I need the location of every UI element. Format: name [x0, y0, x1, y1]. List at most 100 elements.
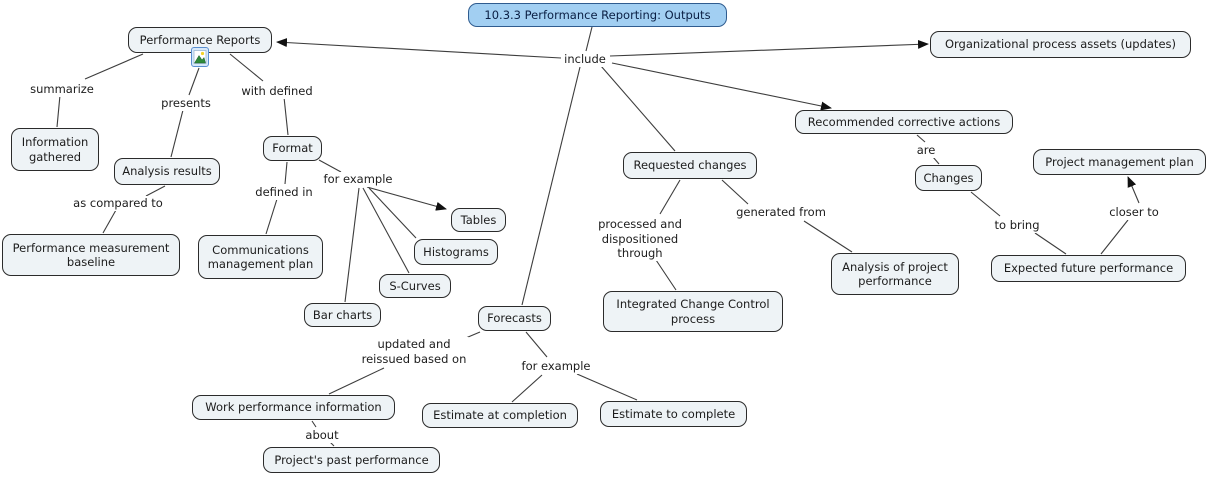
connector-line [366, 186, 447, 211]
connector-line [145, 185, 166, 197]
link-label-for-example-format[interactable]: for example [321, 172, 395, 187]
estimate-to-complete-label: Estimate to complete [611, 406, 736, 421]
connector-line [284, 161, 288, 185]
link-label-with-defined[interactable]: with defined [239, 84, 315, 99]
link-label-include[interactable]: include [562, 52, 608, 67]
link-label-updated-and-reissued-based-on[interactable]: updated and reissued based on [359, 337, 469, 367]
histograms-label: Histograms [423, 244, 489, 259]
project-management-plan-node[interactable]: Project management plan [1033, 149, 1206, 175]
tables-node[interactable]: Tables [451, 208, 506, 232]
projects-past-performance-node[interactable]: Project's past performance [263, 447, 440, 473]
histograms-node[interactable]: Histograms [414, 239, 498, 265]
analysis-results-label: Analysis results [122, 164, 212, 179]
connector-line [916, 134, 926, 143]
format-node[interactable]: Format [263, 136, 322, 161]
connector-line [368, 187, 417, 239]
connector-line [1127, 176, 1140, 204]
bar-charts-label: Bar charts [312, 307, 373, 322]
expected-future-performance-label: Expected future performance [1003, 261, 1174, 276]
connector-line [362, 187, 410, 274]
changes-node[interactable]: Changes [915, 165, 982, 191]
information-gathered-label: Information gathered [21, 135, 89, 164]
connector-line [511, 374, 543, 403]
link-label-summarize[interactable]: summarize [28, 82, 96, 97]
estimate-at-completion-label: Estimate at completion [433, 408, 567, 423]
connector-line [600, 65, 676, 152]
integrated-change-control-process-node[interactable]: Integrated Change Control process [603, 291, 783, 332]
link-label-defined-in[interactable]: defined in [253, 185, 315, 200]
organizational-process-assets-node[interactable]: Organizational process assets (updates) [930, 31, 1191, 58]
analysis-of-project-performance-label: Analysis of project performance [842, 259, 948, 288]
information-gathered-node[interactable]: Information gathered [11, 128, 99, 171]
estimate-at-completion-node[interactable]: Estimate at completion [422, 403, 578, 428]
connector-line [311, 420, 317, 428]
connector-line [170, 109, 184, 158]
connector-line [229, 53, 264, 82]
analysis-of-project-performance-node[interactable]: Analysis of project performance [831, 253, 959, 295]
link-label-to-bring[interactable]: to bring [992, 218, 1042, 233]
project-management-plan-label: Project management plan [1045, 154, 1194, 169]
recommended-corrective-actions-node[interactable]: Recommended corrective actions [795, 110, 1013, 134]
connector-line [328, 367, 385, 395]
expected-future-performance-node[interactable]: Expected future performance [991, 255, 1186, 282]
connector-line [803, 220, 853, 253]
connector-line [318, 159, 342, 173]
s-curves-label: S-Curves [389, 278, 441, 293]
connector-line [721, 179, 749, 205]
connector-line [521, 66, 581, 306]
performance-reports-node[interactable]: Performance Reports [128, 27, 272, 67]
estimate-to-complete-node[interactable]: Estimate to complete [600, 401, 747, 427]
connector-line [102, 209, 117, 234]
connector-line [970, 191, 1001, 217]
link-label-generated-from[interactable]: generated from [734, 205, 828, 220]
forecasts-node[interactable]: Forecasts [478, 306, 551, 331]
connector-line [932, 156, 940, 165]
organizational-process-assets-label: Organizational process assets (updates) [944, 37, 1176, 52]
analysis-results-node[interactable]: Analysis results [114, 158, 220, 185]
link-label-are[interactable]: are [914, 143, 938, 158]
work-performance-information-label: Work performance information [205, 400, 382, 415]
link-label-about[interactable]: about [303, 428, 341, 443]
work-performance-information-node[interactable]: Work performance information [192, 395, 395, 420]
recommended-corrective-actions-label: Recommended corrective actions [807, 114, 1001, 129]
connector-line [655, 259, 677, 291]
connector-line [84, 53, 144, 80]
link-label-for-example-forecasts[interactable]: for example [519, 359, 593, 374]
topic-title-node[interactable]: 10.3.3 Performance Reporting: Outputs [468, 3, 727, 27]
forecasts-label: Forecasts [487, 311, 542, 326]
link-label-presents[interactable]: presents [159, 96, 213, 111]
format-label: Format [272, 141, 313, 156]
link-label-as-compared-to[interactable]: as compared to [71, 196, 165, 211]
connector-line [576, 373, 638, 401]
performance-reports-label: Performance Reports [139, 32, 261, 47]
requested-changes-label: Requested changes [633, 158, 747, 173]
connector-line [188, 67, 200, 96]
connector-line [1100, 219, 1129, 255]
connector-line [525, 331, 548, 358]
projects-past-performance-label: Project's past performance [274, 452, 429, 467]
connector-line [609, 39, 929, 57]
link-label-closer-to[interactable]: closer to [1107, 205, 1161, 220]
connector-line [1034, 232, 1067, 255]
integrated-change-control-process-label: Integrated Change Control process [616, 297, 770, 326]
connector-line [56, 94, 61, 128]
connector-line [283, 96, 289, 136]
tables-label: Tables [460, 212, 497, 227]
bar-charts-node[interactable]: Bar charts [304, 303, 381, 327]
link-label-processed-and-dispositioned-through[interactable]: processed and dispositioned through [596, 217, 684, 262]
communications-management-plan-node[interactable]: Communications management plan [198, 235, 323, 279]
requested-changes-node[interactable]: Requested changes [623, 152, 757, 179]
image-resource-icon[interactable] [191, 47, 209, 67]
performance-measurement-baseline-label: Performance measurement baseline [12, 240, 170, 269]
connector-line [585, 26, 593, 52]
performance-measurement-baseline-node[interactable]: Performance measurement baseline [2, 234, 180, 276]
connector-line [344, 187, 360, 303]
s-curves-node[interactable]: S-Curves [379, 274, 451, 298]
changes-label: Changes [923, 170, 974, 185]
connector-line [276, 38, 562, 59]
connector-line [659, 179, 681, 215]
connector-line [265, 198, 278, 235]
communications-management-plan-label: Communications management plan [207, 242, 314, 271]
